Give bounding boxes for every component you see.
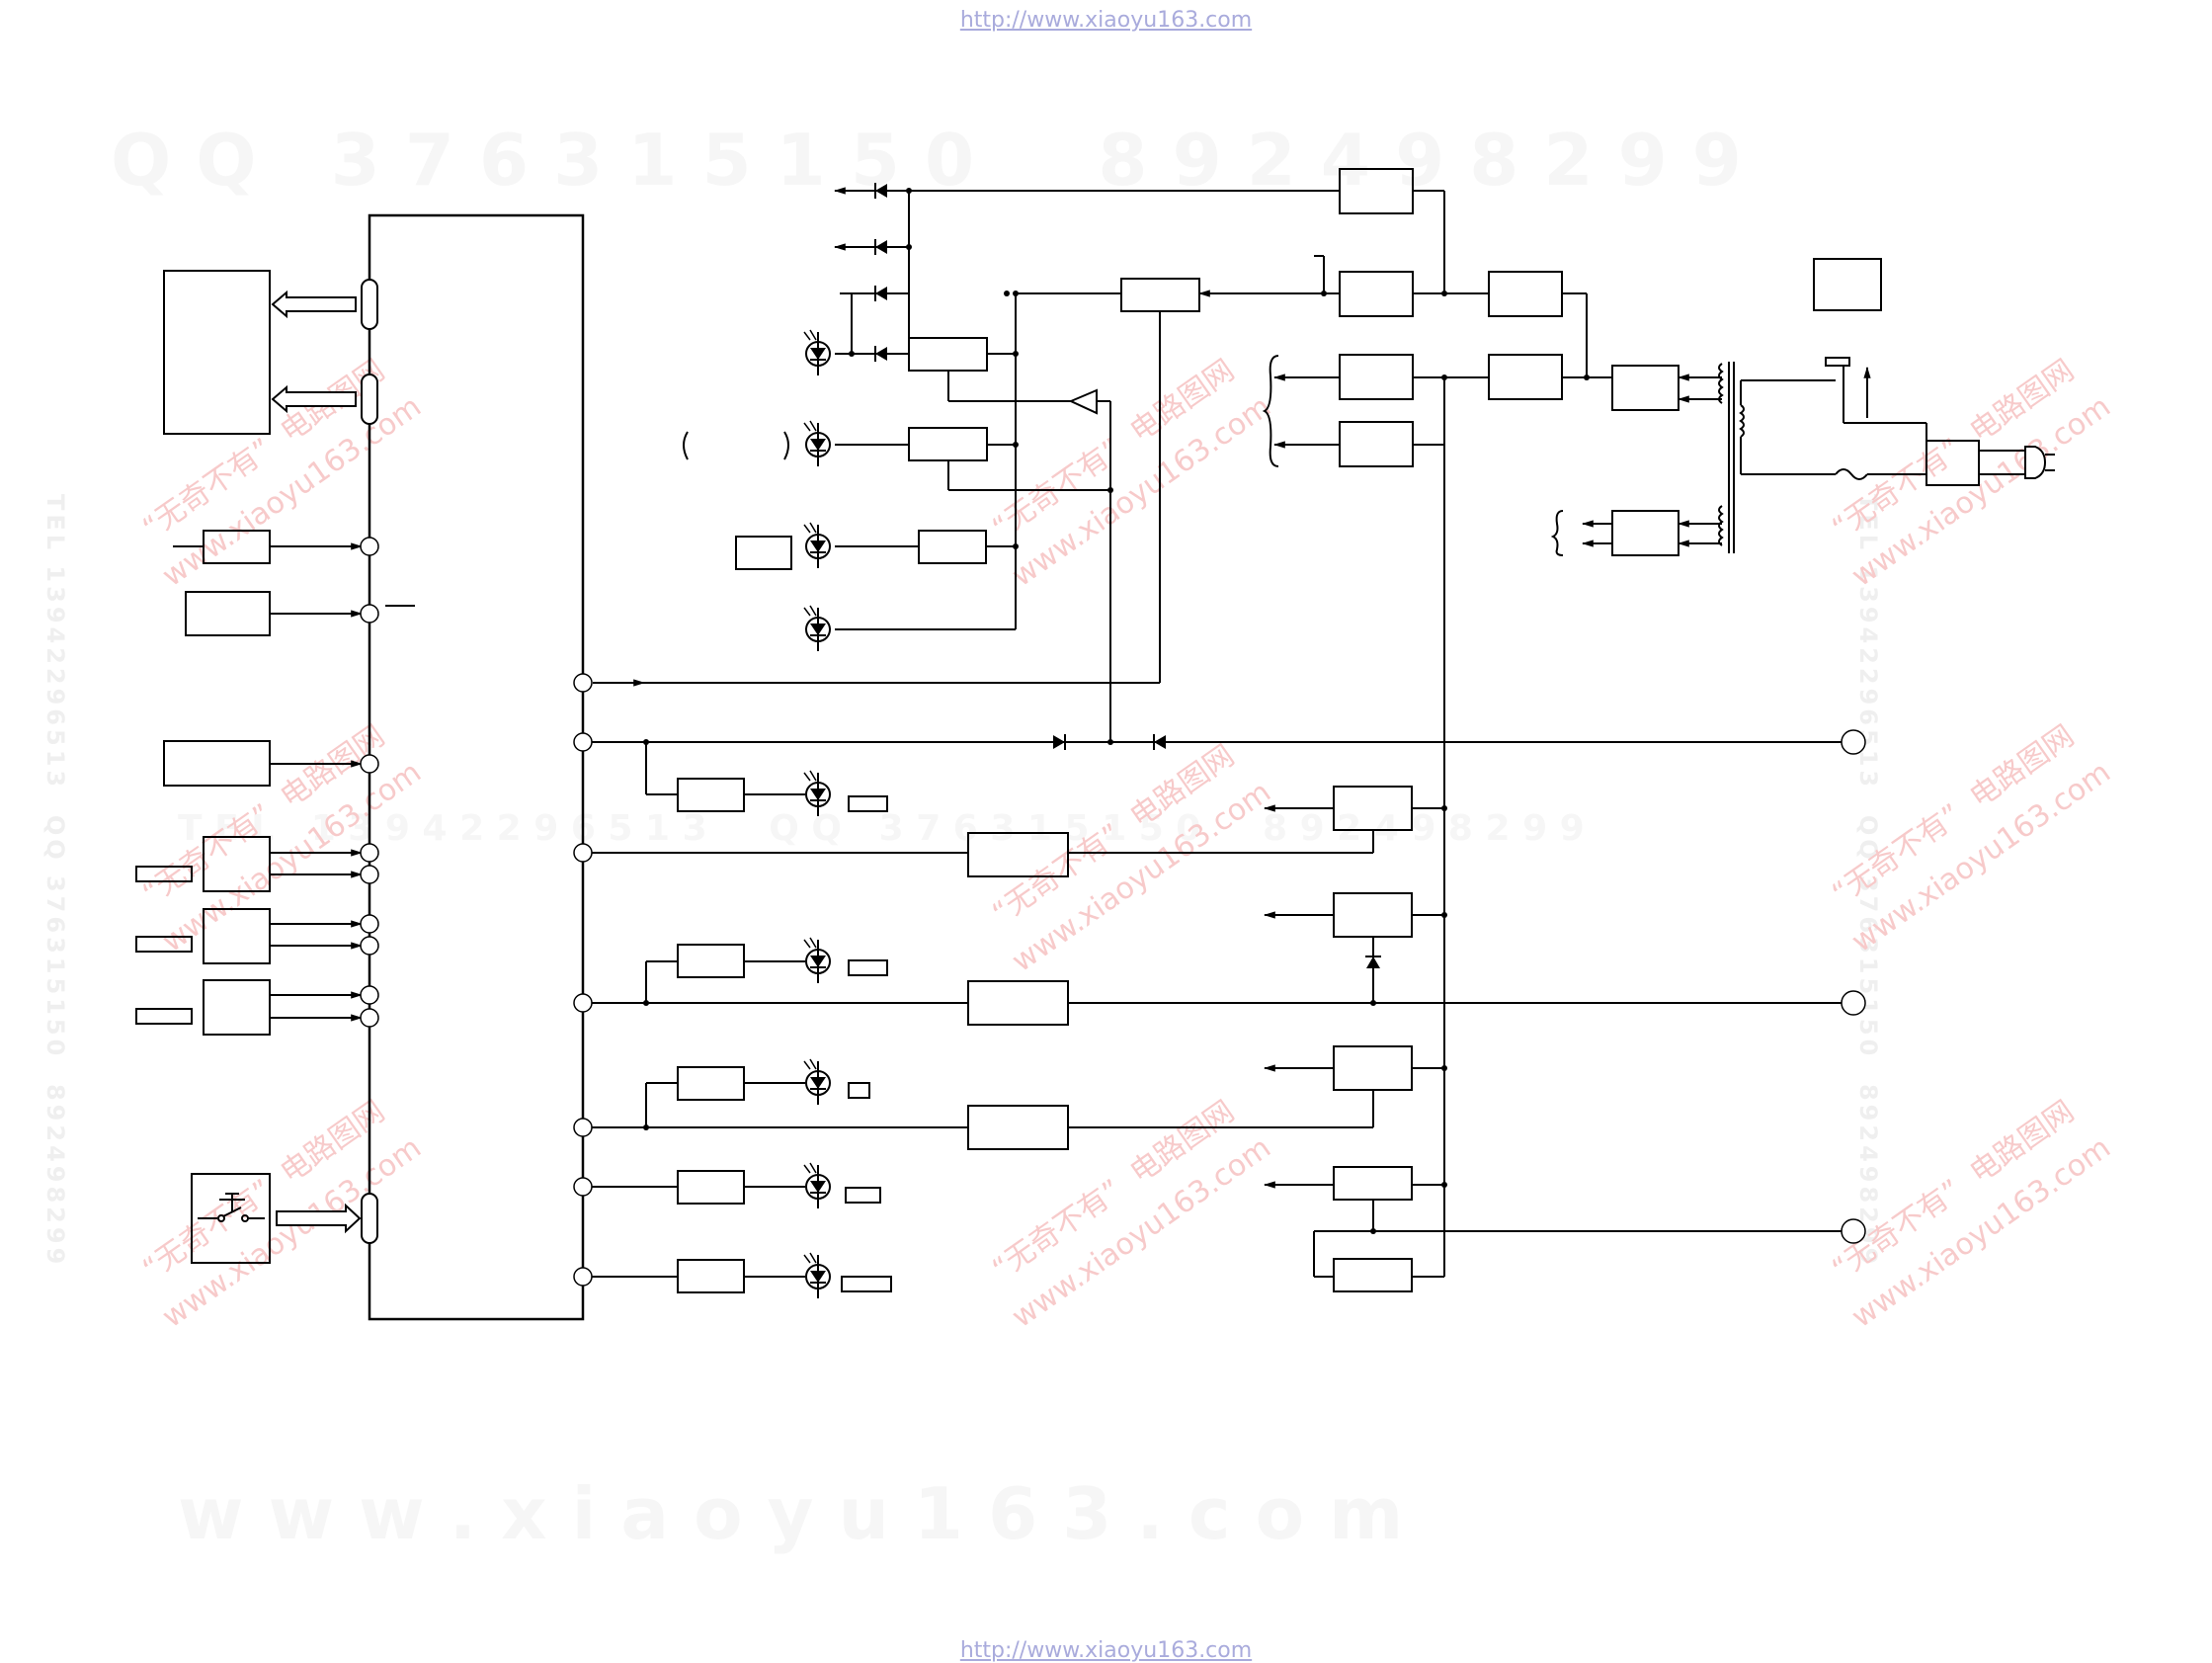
power-block-3: [1339, 354, 1414, 400]
channel-label-1: [848, 795, 888, 812]
footer-url-link[interactable]: http://www.xiaoyu163.com: [959, 1638, 1253, 1663]
led-icon-ch-3: [803, 1058, 831, 1106]
channel-label-4: [845, 1187, 881, 1204]
led-icon-top-1: [803, 329, 831, 376]
watermark-middle: T E L 1 3 9 4 2 2 9 6 5 1 3 Q Q 3 7 6 3 …: [178, 808, 1585, 849]
channel-driver-5: [677, 1259, 745, 1293]
power-block-1: [1339, 168, 1414, 214]
key-label-3: [135, 1008, 193, 1025]
led-driver-3: [918, 530, 987, 564]
led-icon-ch-5: [803, 1252, 831, 1299]
standby-block: [1813, 258, 1882, 311]
bus-connector-1: [361, 279, 378, 330]
diode-icon-6: [1153, 733, 1167, 751]
led-icon-ch-4: [803, 1162, 831, 1209]
diode-icon-7: [1365, 956, 1381, 968]
ac-input-block: [1925, 440, 1980, 486]
led-driver-2: [908, 427, 988, 461]
power-plug-icon: [2024, 446, 2055, 479]
channel-block-1: [967, 832, 1069, 877]
key-label-2: [135, 936, 193, 953]
power-block-4: [1339, 421, 1414, 467]
switch-icon: [198, 1193, 265, 1222]
input-block-3: [163, 740, 271, 787]
wide-arrow-1: [271, 290, 357, 319]
side-block-4: [1333, 1166, 1413, 1201]
diode-icon-3: [874, 285, 888, 302]
key-block-1: [203, 836, 271, 892]
input-block-1: [203, 530, 271, 564]
aux-power-block: [1611, 510, 1679, 556]
switch-block: [191, 1173, 271, 1264]
channel-driver-2: [677, 944, 745, 978]
led-icon-top-3: [803, 522, 831, 569]
small-label-box: [735, 536, 792, 570]
power-block-5: [1488, 271, 1563, 317]
diode-icon-1: [874, 182, 888, 200]
transformer-icon: [1718, 362, 1836, 553]
power-block-2: [1339, 271, 1414, 317]
display-block: [163, 270, 271, 435]
diode-icon-5: [1052, 733, 1066, 751]
rectifier-block: [1611, 365, 1679, 411]
led-driver-1: [908, 337, 988, 372]
watermark-qq: Q Q 3 7 6 3 1 5 1 5 0 8 9 2 4 9 8 2 9 9: [111, 119, 1742, 202]
diode-icon-4: [874, 345, 888, 363]
input-block-2: [185, 591, 271, 636]
key-block-2: [203, 908, 271, 964]
channel-label-5: [841, 1276, 892, 1292]
led-icon-ch-1: [803, 770, 831, 817]
regulator-block: [1120, 278, 1200, 312]
wide-arrow-2: [271, 384, 357, 414]
key-block-3: [203, 979, 271, 1036]
led-icon-ch-2: [803, 937, 831, 984]
led-icon-top-4: [803, 605, 831, 652]
led-icon-top-2: [803, 420, 831, 467]
diode-icon-2: [874, 238, 888, 256]
channel-driver-3: [677, 1066, 745, 1101]
main-controller-block: [368, 213, 585, 1321]
side-block-2: [1333, 892, 1413, 938]
wide-arrow-3: [276, 1203, 362, 1234]
buffer-amp-icon: [1068, 388, 1098, 415]
bus-connector-3: [361, 1193, 378, 1244]
header-url-link[interactable]: http://www.xiaoyu163.com: [959, 8, 1253, 33]
side-block-1: [1333, 786, 1413, 831]
watermark-bottom: w w w . x i a o y u 1 6 3 . c o m: [178, 1472, 1404, 1555]
channel-label-2: [848, 959, 888, 976]
channel-label-3: [848, 1082, 870, 1099]
channel-driver-1: [677, 778, 745, 812]
side-block-5: [1333, 1258, 1413, 1292]
channel-block-3: [967, 1105, 1069, 1150]
key-label-1: [135, 866, 193, 882]
channel-driver-4: [677, 1170, 745, 1205]
bus-connector-2: [361, 374, 378, 425]
side-block-3: [1333, 1045, 1413, 1091]
channel-block-2: [967, 980, 1069, 1026]
power-block-6: [1488, 354, 1563, 400]
